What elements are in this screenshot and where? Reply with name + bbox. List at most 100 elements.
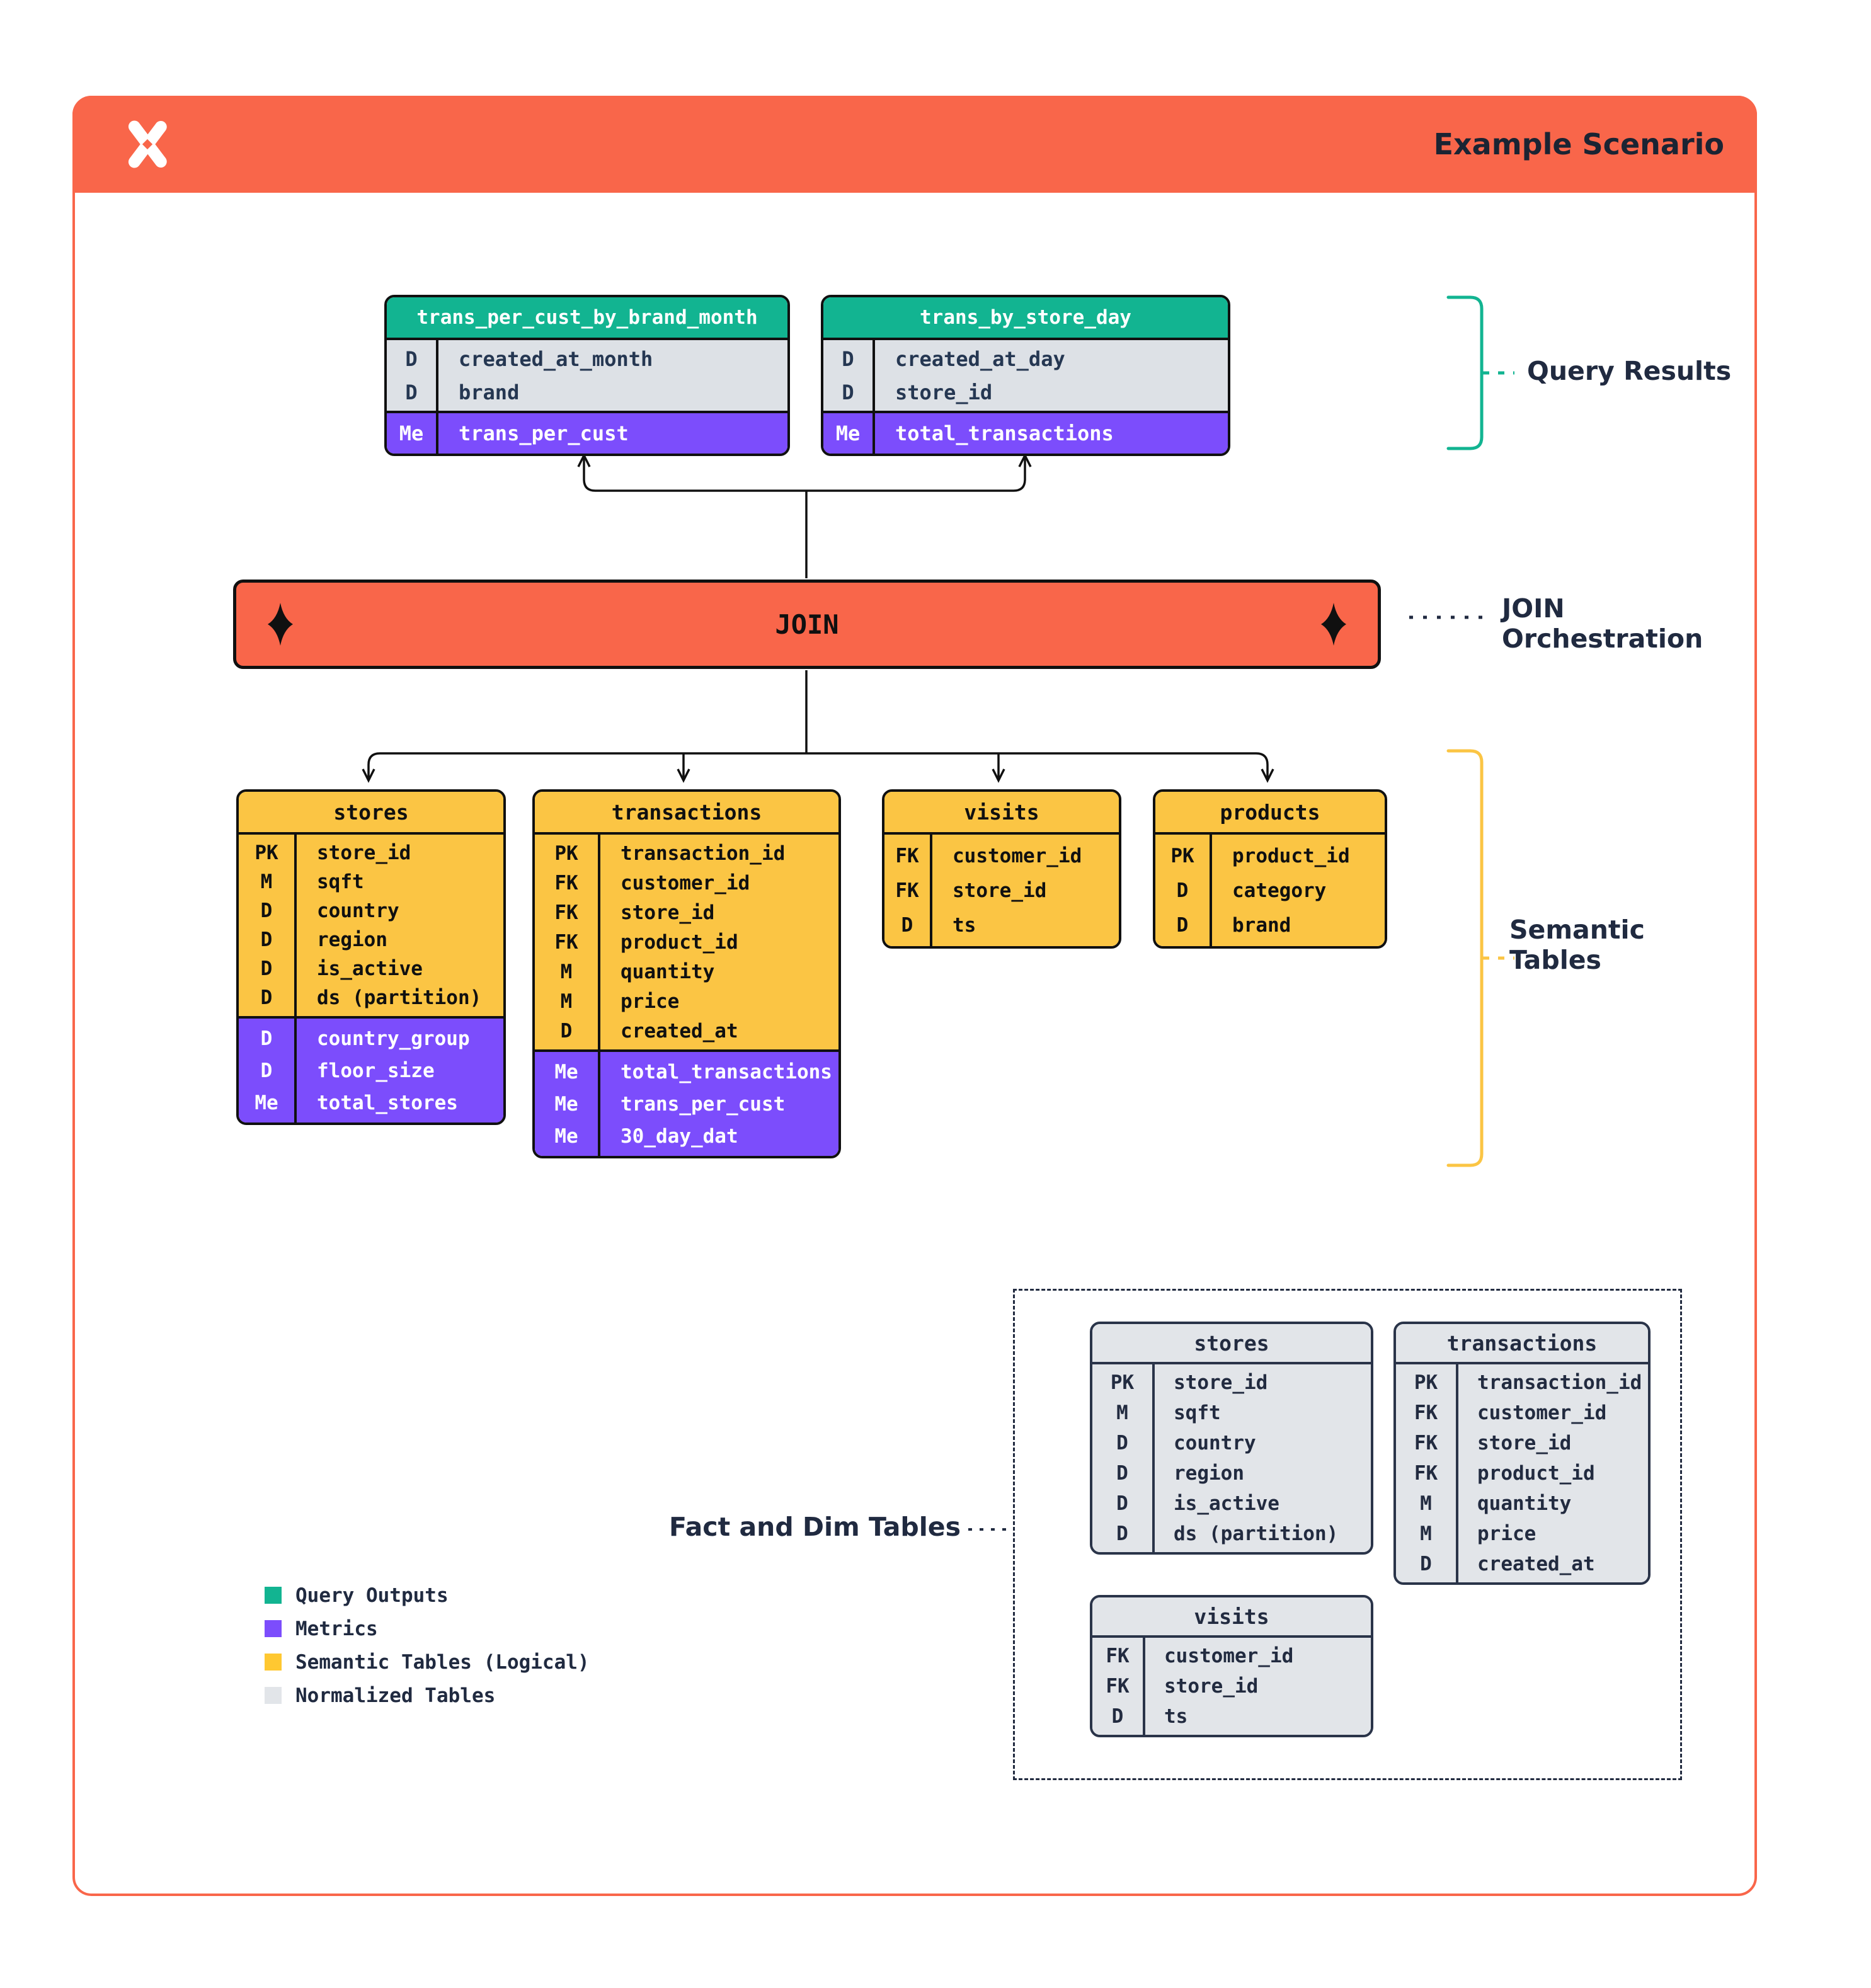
legend-swatch-icon xyxy=(265,1620,282,1637)
table-row: Me total_transactions xyxy=(823,415,1228,452)
legend-item: Normalized Tables xyxy=(265,1679,590,1712)
join-orchestration-line2: Orchestration xyxy=(1502,624,1703,654)
column-name: customer_id xyxy=(621,871,750,894)
column-type-tag: M xyxy=(1420,1492,1432,1515)
column-name: price xyxy=(1477,1522,1536,1545)
column-type-tag: PK xyxy=(1414,1371,1438,1394)
table-title: visits xyxy=(884,792,1119,835)
legend-item: Metrics xyxy=(265,1612,590,1645)
column-type-tag: PK xyxy=(554,842,578,865)
column-name: product_id xyxy=(1232,844,1350,867)
column-name: store_id xyxy=(953,879,1047,902)
column-type-tag: D xyxy=(405,380,418,404)
column-name: total_transactions xyxy=(621,1060,832,1083)
table-title: transactions xyxy=(535,792,838,835)
column-name: ts xyxy=(953,913,976,937)
column-name: ds (partition) xyxy=(1174,1522,1339,1545)
column-name: created_at_month xyxy=(459,346,653,371)
column-name: 30_day_dat xyxy=(621,1124,738,1148)
wire-up-left xyxy=(577,453,806,492)
wire-down-products xyxy=(806,752,1274,783)
join-orchestration-line1: JOIN xyxy=(1502,593,1565,624)
card-header: Example Scenario xyxy=(72,96,1757,193)
column-type-tag: FK xyxy=(554,901,578,924)
legend-swatch-icon xyxy=(265,1687,282,1704)
query-results-bracket xyxy=(1446,295,1484,450)
column-name: region xyxy=(1174,1462,1244,1485)
join-label: JOIN xyxy=(775,608,839,640)
column-name: trans_per_cust xyxy=(621,1092,786,1116)
join-orchestration-label: JOIN Orchestration xyxy=(1502,593,1703,654)
column-name: quantity xyxy=(1477,1492,1572,1515)
table-section-metrics: Me total_transactions xyxy=(823,411,1228,454)
column-name: category xyxy=(1232,879,1327,902)
column-type-tag: FK xyxy=(1414,1462,1438,1485)
column-name: total_transactions xyxy=(895,421,1114,445)
page-title: Example Scenario xyxy=(1433,127,1724,161)
column-name: created_at xyxy=(1477,1553,1595,1575)
column-type-tag: D xyxy=(1116,1462,1128,1485)
column-type-tag: FK xyxy=(895,844,919,867)
column-type-tag: Me xyxy=(255,1091,278,1114)
column-type-tag: D xyxy=(1420,1553,1432,1575)
column-type-tag: D xyxy=(260,928,273,951)
column-type-tag: D xyxy=(260,1059,273,1082)
fact-dim-box xyxy=(1013,1289,1682,1780)
column-name: sqft xyxy=(317,871,364,893)
table-row: FK store_id xyxy=(535,898,838,927)
column-type-tag: D xyxy=(1176,913,1189,937)
column-name: store_id xyxy=(621,901,715,924)
join-bar: JOIN xyxy=(233,580,1381,669)
column-type-tag: D xyxy=(901,913,913,937)
column-type-tag: FK xyxy=(1106,1645,1130,1667)
column-type-tag: M xyxy=(560,960,573,983)
column-name: brand xyxy=(459,380,520,404)
legend-swatch-icon xyxy=(265,1654,282,1671)
table-title: stores xyxy=(1092,1324,1371,1364)
column-type-tag: M xyxy=(260,871,273,893)
column-type-tag: Me xyxy=(554,1124,578,1148)
column-type-tag: PK xyxy=(1110,1371,1135,1394)
column-type-tag: Me xyxy=(835,421,861,445)
column-type-tag: D xyxy=(560,1019,573,1043)
column-name: quantity xyxy=(621,960,715,983)
